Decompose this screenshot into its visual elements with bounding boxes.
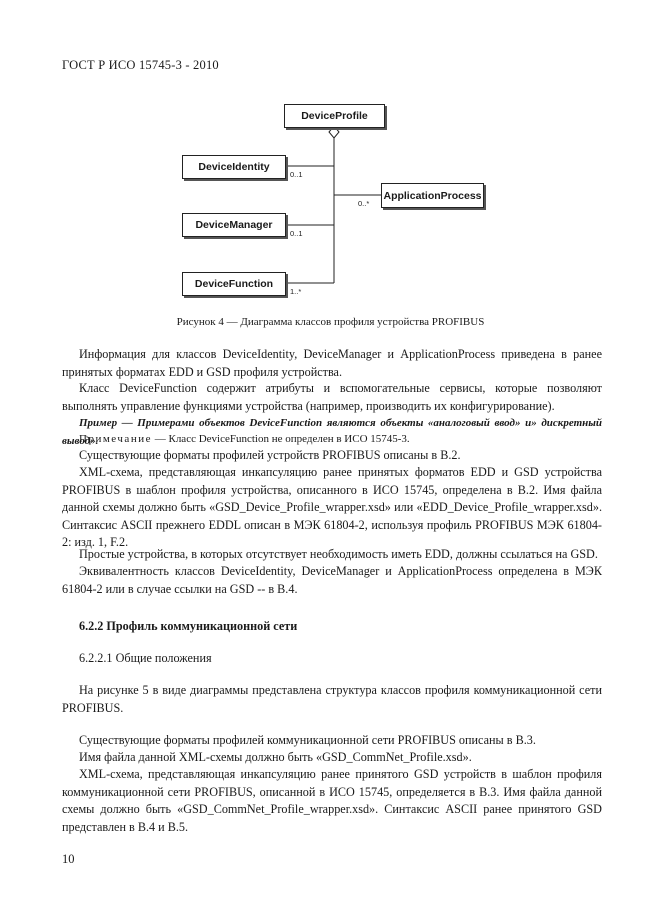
device-identity-label: DeviceIdentity (198, 161, 270, 173)
page-number: 10 (62, 852, 75, 866)
paragraph: Простые устройства, в которых отсутствуе… (79, 547, 598, 561)
section-heading: 6.2.2 Профиль коммуникационной сети (79, 619, 298, 633)
paragraph: Имя файла данной XML-схемы должно быть «… (79, 750, 472, 764)
paragraph: Существующие форматы профилей устройств … (79, 448, 461, 462)
paragraph: На рисунке 5 в виде диаграммы представле… (62, 683, 602, 715)
paragraph: Информация для классов DeviceIdentity, D… (62, 347, 602, 379)
note-text: — Класс DeviceFunction не определен в ИС… (151, 433, 410, 445)
function-multiplicity: 1..* (290, 287, 302, 296)
device-manager-label: DeviceManager (195, 219, 273, 231)
note-label: Примечание (79, 433, 152, 445)
manager-multiplicity: 0..1 (290, 229, 303, 238)
application-multiplicity: 0..* (358, 199, 370, 208)
paragraph: XML-схема, представляющая инкапсуляцию р… (62, 767, 602, 834)
subsection-heading: 6.2.2.1 Общие положения (79, 651, 212, 665)
device-profile-class: DeviceProfile (284, 104, 385, 128)
note: Примечание — Класс DeviceFunction не опр… (62, 431, 602, 449)
class-diagram-lines (284, 125, 381, 284)
application-process-label: ApplicationProcess (383, 189, 482, 202)
paragraph: Эквивалентность классов DeviceIdentity, … (62, 564, 602, 596)
example-text: Пример — Примерами объектов DeviceFuncti… (62, 417, 602, 447)
paragraph: XML-схема, представляющая инкапсуляцию р… (62, 465, 602, 549)
device-profile-label: DeviceProfile (301, 110, 368, 122)
paragraph: Существующие форматы профилей коммуникац… (79, 733, 536, 747)
device-function-label: DeviceFunction (194, 278, 274, 290)
identity-multiplicity: 0..1 (290, 170, 303, 179)
device-identity-class: DeviceIdentity (182, 155, 286, 179)
device-function-class: DeviceFunction (182, 272, 286, 296)
figure-caption: Рисунок 4 — Диаграмма классов профиля ус… (176, 316, 485, 328)
paragraph: Класс DeviceFunction содержит атрибуты и… (62, 381, 602, 413)
document-header: ГОСТ Р ИСО 15745-3 - 2010 (62, 58, 219, 72)
application-process-class: ApplicationProcess (381, 183, 484, 208)
device-manager-class: DeviceManager (182, 213, 286, 237)
